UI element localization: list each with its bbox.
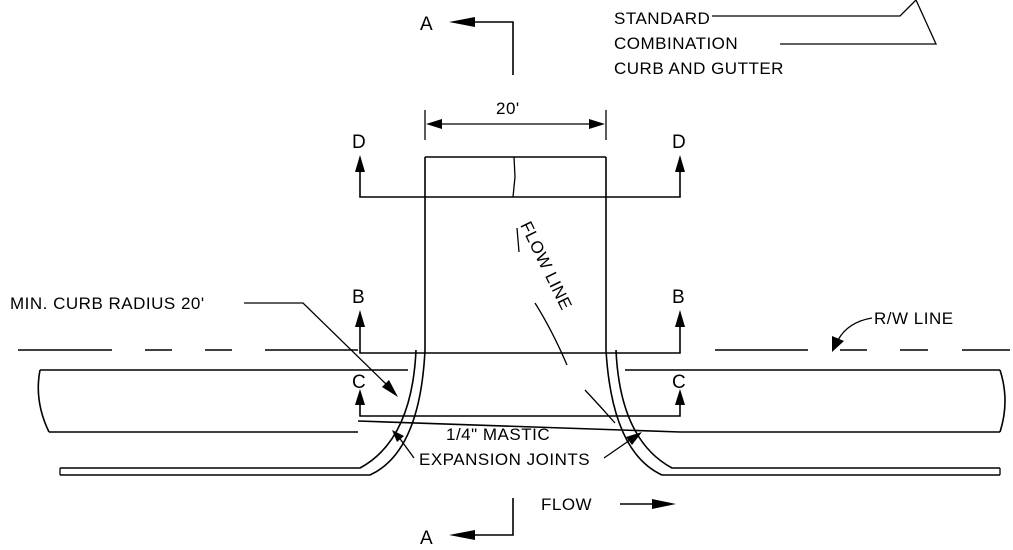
section-d-right-label: D bbox=[672, 132, 686, 153]
section-d-marker: D D bbox=[352, 132, 686, 198]
section-a-bottom-label: A bbox=[420, 528, 433, 549]
curb-right bbox=[605, 349, 1006, 476]
curb-gutter-callout: STANDARD COMBINATION CURB AND GUTTER bbox=[614, 0, 938, 78]
curb-gutter-label-line3: CURB AND GUTTER bbox=[614, 59, 784, 78]
curb-radius-label: MIN. CURB RADIUS 20' bbox=[10, 294, 205, 313]
width-dimension-label: 20' bbox=[496, 99, 520, 118]
curb-gutter-label-line1: STANDARD bbox=[614, 9, 710, 28]
driveway-slab bbox=[424, 156, 607, 350]
flow-label: FLOW bbox=[541, 495, 592, 514]
curb-gutter-label-line2: COMBINATION bbox=[614, 34, 738, 53]
mastic-label-line1: 1/4" MASTIC bbox=[446, 425, 550, 444]
width-dimension: 20' bbox=[424, 99, 607, 140]
section-c-right-label: C bbox=[672, 372, 686, 393]
mastic-label-line2: EXPANSION JOINTS bbox=[419, 450, 590, 469]
curb-left bbox=[37, 349, 426, 476]
flow-line: FLOW LINE bbox=[516, 218, 616, 424]
section-b-marker: B B bbox=[352, 287, 685, 354]
flow-arrow: FLOW bbox=[541, 495, 676, 514]
section-b-left-label: B bbox=[352, 287, 365, 308]
curb-radius-callout: MIN. CURB RADIUS 20' bbox=[10, 294, 398, 397]
section-b-right-label: B bbox=[672, 287, 685, 308]
gutter-edge bbox=[59, 420, 1001, 475]
section-a-top-marker: A bbox=[420, 14, 514, 75]
section-c-left-label: C bbox=[352, 372, 366, 393]
rw-line-label: R/W LINE bbox=[874, 309, 954, 328]
section-d-left-label: D bbox=[352, 132, 366, 153]
section-a-bottom-marker: A bbox=[420, 498, 514, 549]
flow-line-label: FLOW LINE bbox=[516, 218, 575, 313]
section-c-marker: C C bbox=[352, 372, 686, 417]
right-of-way-line: R/W LINE bbox=[18, 309, 1010, 352]
expansion-joint-callout: 1/4" MASTIC EXPANSION JOINTS bbox=[392, 425, 642, 469]
section-a-top-label: A bbox=[420, 14, 433, 35]
